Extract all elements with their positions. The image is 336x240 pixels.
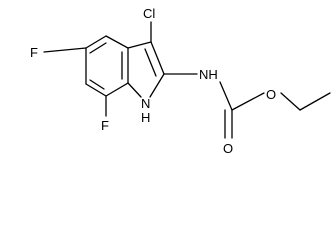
atom-n-ring: N: [141, 96, 150, 111]
bond-c4-c5-inner: [89, 42, 107, 54]
atom-cl: Cl: [143, 6, 155, 21]
bond-c7-c6: [85, 83, 107, 97]
atom-f-bottom: F: [101, 118, 109, 133]
atom-f-top: F: [30, 45, 38, 60]
bond-c7-c6-inner: [89, 79, 105, 90]
molecule-canvas: Cl F F NH N H O O: [30, 6, 331, 156]
bond-c2-n1: [149, 73, 165, 98]
bond-nh-carbonyl: [219, 81, 233, 111]
bond-carbonyl-oester: [231, 92, 265, 111]
atom-nh-amide: NH: [199, 67, 218, 82]
bond-c3-c2-inner: [144, 48, 157, 77]
atom-labels: Cl F F NH N H O O: [30, 6, 276, 156]
bond-c5-f: [43, 47, 87, 53]
bond-c3a-c3: [127, 41, 152, 49]
bond-n1-c7a: [127, 82, 142, 98]
bond-oester-ch2: [280, 92, 301, 111]
bond-ch2-ch3: [299, 92, 331, 111]
bond-c4-c5: [85, 35, 107, 49]
atom-o-ester: O: [266, 87, 276, 102]
atom-o-carbonyl: O: [223, 141, 233, 156]
bond-c4-c3a: [105, 35, 129, 49]
bonds: [43, 21, 331, 139]
atom-h-ring: H: [141, 110, 150, 125]
structure-svg: Cl F F NH N H O O: [30, 6, 331, 156]
bond-c3-c2: [150, 41, 165, 75]
bond-c7a-c7: [105, 82, 129, 97]
